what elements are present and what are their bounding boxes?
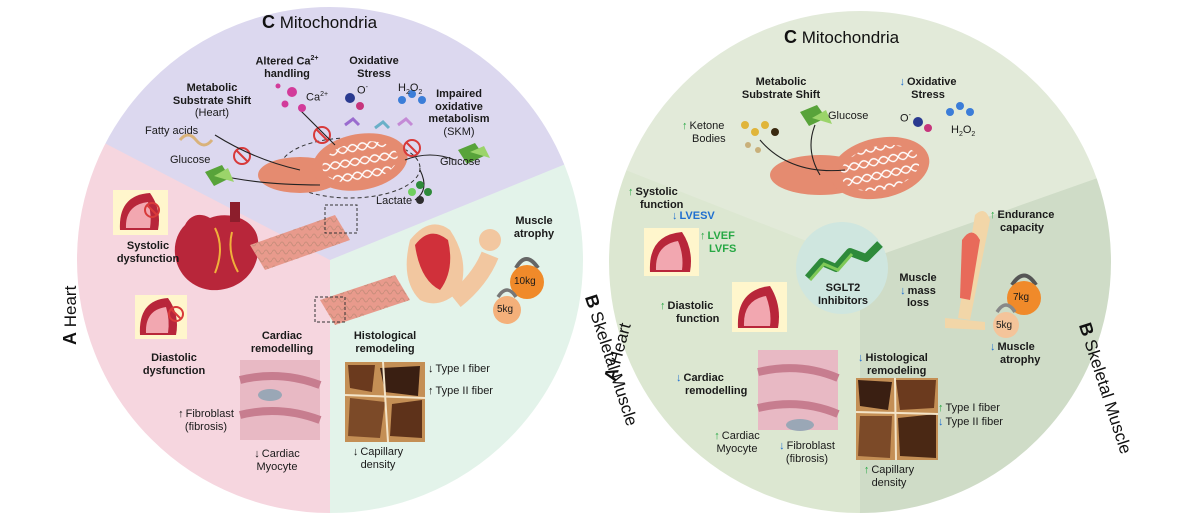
- left-type2-label: Type II fiber: [428, 385, 493, 398]
- left-section-title-mitochondria: C Mitochondria: [262, 12, 378, 32]
- left-type1-label: Type I fiber: [428, 363, 490, 376]
- glucose-icon-left: [205, 165, 234, 186]
- left-mito-sector: [76, 6, 584, 260]
- left-altered-ca-label: Altered Ca2+handling: [255, 55, 319, 81]
- left-kettlebell-5-label: 5kg: [497, 304, 514, 315]
- left-fibroblast-label: Fibroblast(fibrosis): [174, 408, 238, 433]
- ketone-icon: [741, 121, 779, 153]
- cardiac-tissue-right: [757, 350, 840, 431]
- right-section-title-mitochondria: C Mitochondria: [784, 27, 900, 47]
- diastolic-inset-right: [732, 282, 787, 332]
- left-fatty-acids-label: Fatty acids: [145, 125, 199, 137]
- histology-right: [855, 377, 939, 461]
- right-lvesv-label: LVESV: [672, 210, 715, 223]
- calcium-ions: [275, 83, 306, 112]
- left-kettlebell-10-label: 10kg: [514, 276, 536, 287]
- right-flow-arrows: [759, 124, 846, 176]
- heart-illustration: [174, 202, 259, 291]
- fatty-acid-icon: [178, 133, 214, 147]
- lactate-icon: [408, 181, 432, 204]
- kettlebell-10kg: [510, 257, 544, 299]
- right-type2-label: Type II fiber: [938, 416, 1003, 429]
- sglt2-molecule: [804, 241, 883, 281]
- left-lactate-label: Lactate: [376, 195, 413, 207]
- left-pie: [76, 6, 584, 514]
- cardiac-tissue-left: [239, 360, 322, 440]
- left-h2o2-label: H2O2: [398, 82, 423, 97]
- sglt2-center-circle: [796, 222, 888, 314]
- left-section-title-heart: A Heart: [60, 285, 80, 345]
- kettlebell-7kg: [1007, 273, 1041, 315]
- right-type1-label: Type I fiber: [938, 402, 1000, 415]
- systolic-inset: [113, 190, 168, 235]
- left-ca-ion-label: Ca2+: [306, 91, 329, 104]
- right-o-minus-label: O-: [900, 112, 911, 125]
- ros-molecules-left: [344, 90, 426, 130]
- glucose-icon-right: [458, 143, 490, 164]
- ros-molecules-right: [913, 102, 974, 132]
- right-mito-sector: [608, 10, 1112, 262]
- right-glucose-label: Glucose: [828, 110, 869, 122]
- diastolic-inset: [135, 295, 187, 339]
- inhibit-icons-left: [233, 126, 421, 165]
- kettlebell-5kg: [493, 288, 521, 324]
- glucose-icon-right-diagram: [800, 105, 832, 126]
- skm-fiber-bundle: [314, 275, 410, 325]
- right-fibroblast-label: Fibroblast(fibrosis): [774, 440, 840, 465]
- left-o-minus-label: O-: [357, 84, 368, 97]
- right-muscle-mass-label: Musclemassloss: [888, 272, 948, 310]
- left-glucose-label: Glucose: [170, 154, 211, 166]
- leg-illustration: [945, 211, 990, 330]
- right-kettlebell-7-label: 7kg: [1013, 292, 1030, 303]
- arm-illustration: [406, 224, 501, 308]
- left-glucose-right-label: Glucose: [440, 156, 481, 168]
- right-kettlebell-5-label: 5kg: [996, 320, 1013, 331]
- histology-left: [344, 361, 426, 443]
- right-h2o2-label: H2O2: [951, 124, 976, 139]
- heart-fiber-bundle: [250, 204, 358, 270]
- systolic-inset-right: [644, 228, 699, 276]
- kettlebell-5kg-right: [993, 303, 1019, 338]
